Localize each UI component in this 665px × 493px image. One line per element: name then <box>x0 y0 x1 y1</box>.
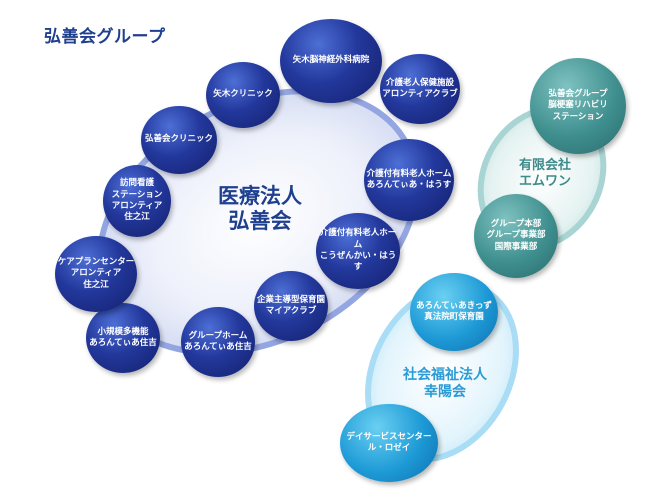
node-my-club[interactable]: 企業主導型保育園 マイアクラブ <box>254 271 328 341</box>
page-title: 弘善会グループ <box>44 27 166 47</box>
node-care-frontier[interactable]: 介護老人保健施設 アロンティアクラブ <box>380 54 460 124</box>
node-label: あろんてぃあきっず 真法院町保育園 <box>416 300 492 322</box>
node-label: 介護付有料老人ホーム こうぜんかい・はうす <box>319 228 397 273</box>
node-label: グループ本部 グループ事業部 国際事業部 <box>486 218 546 252</box>
node-label: 弘善会グループ 脳梗塞リハビリ ステーション <box>548 88 608 122</box>
node-nursery[interactable]: あろんてぃあきっず 真法院町保育園 <box>410 273 498 351</box>
node-label: 介護老人保健施設 アロンティアクラブ <box>382 77 458 99</box>
node-label: 弘善会クリニック <box>144 134 213 145</box>
node-yagi-neuro[interactable]: 矢木脳神経外科病院 <box>280 19 382 103</box>
node-label: グループホーム あろんてぃあ住吉 <box>184 330 252 352</box>
node-day-service[interactable]: デイサービスセンター ル・ロゼイ <box>340 404 438 482</box>
emuwan-group-label: 有限会社 エムワン <box>518 158 571 189</box>
koyokai-group-label: 社会福祉法人 幸陽会 <box>403 367 487 400</box>
node-yagi-clinic[interactable]: 矢木クリニック <box>206 62 280 128</box>
node-group-home[interactable]: グループホーム あろんてぃあ住吉 <box>181 307 255 377</box>
node-label: 訪問看護 ステーション アロンティア 住之江 <box>111 178 163 223</box>
main-group-label: 医療法人 弘善会 <box>218 184 302 234</box>
node-kozenkai-house[interactable]: 介護付有料老人ホーム こうぜんかい・はうす <box>316 213 400 289</box>
node-label: 介護付有料老人ホーム あろんてぃあ・はうす <box>366 168 452 190</box>
node-label: 企業主導型保育園 マイアクラブ <box>256 294 325 316</box>
node-arontei-house[interactable]: 介護付有料老人ホーム あろんてぃあ・はうす <box>364 139 454 221</box>
node-hq[interactable]: グループ本部 グループ事業部 国際事業部 <box>474 194 558 278</box>
node-rehab[interactable]: 弘善会グループ 脳梗塞リハビリ ステーション <box>530 58 626 154</box>
node-label: 小規模多機能 あろんてぃあ住吉 <box>89 326 157 348</box>
node-label: 矢木クリニック <box>213 89 273 100</box>
node-label: ケアプランセンター アロンティア 住之江 <box>57 256 135 290</box>
node-label: デイサービスセンター ル・ロゼイ <box>346 431 432 453</box>
node-care-plan[interactable]: ケアプランセンター アロンティア 住之江 <box>55 236 137 312</box>
node-visit-nursing[interactable]: 訪問看護 ステーション アロンティア 住之江 <box>103 165 171 237</box>
node-label: 矢木脳神経外科病院 <box>292 55 370 66</box>
node-kozenkai-clinic[interactable]: 弘善会クリニック <box>141 106 217 174</box>
node-small-multi[interactable]: 小規模多機能 あろんてぃあ住吉 <box>86 303 160 373</box>
